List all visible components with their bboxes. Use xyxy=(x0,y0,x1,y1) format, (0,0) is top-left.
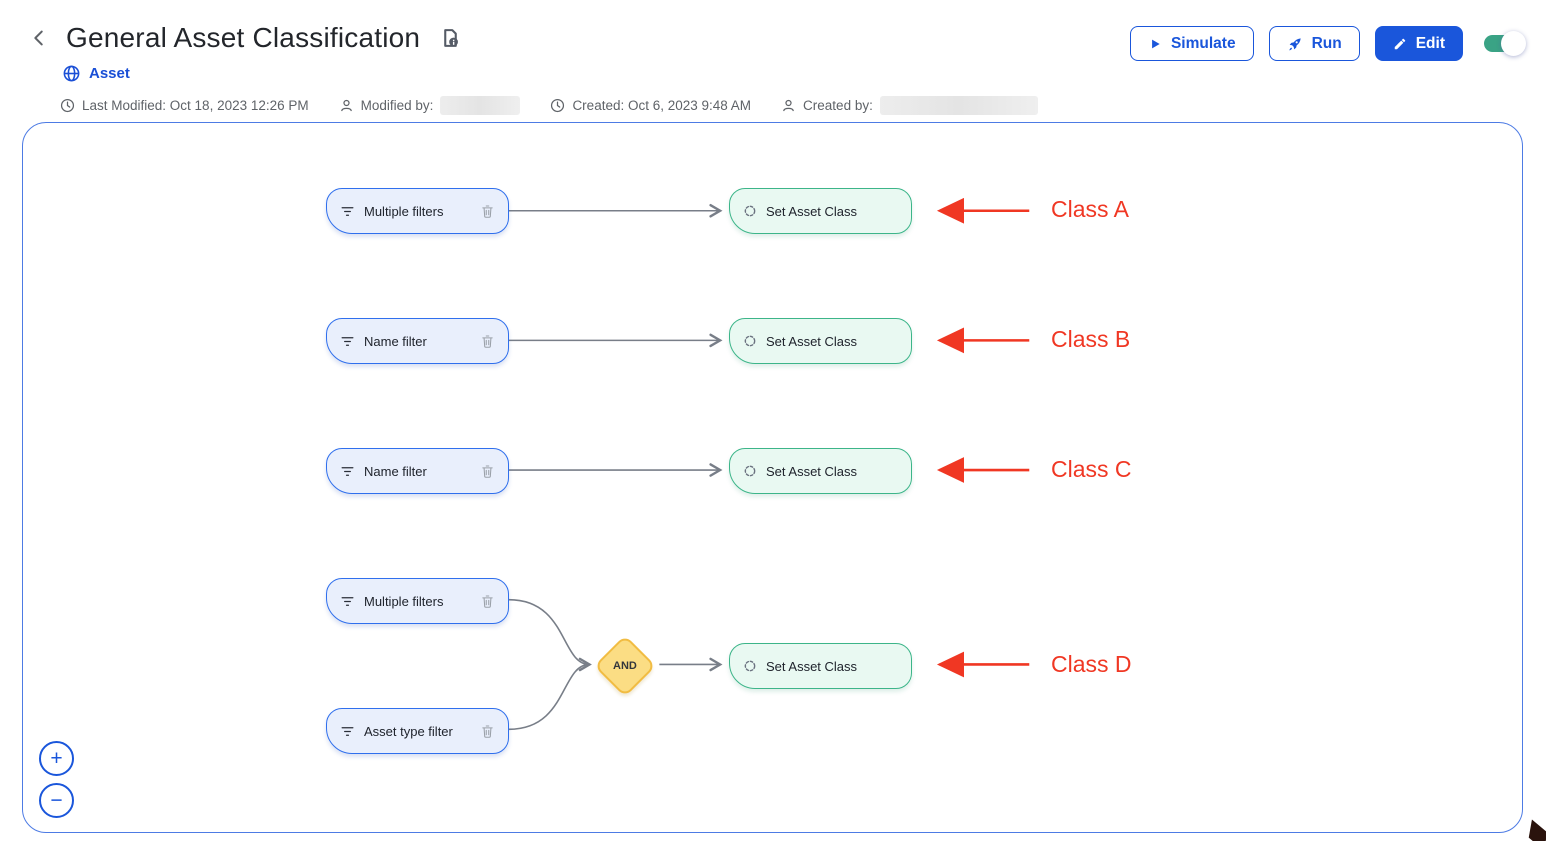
created: Created: Oct 6, 2023 9:48 AM xyxy=(550,98,751,113)
filter-node-label: Multiple filters xyxy=(364,204,443,219)
play-icon xyxy=(1148,37,1162,51)
delete-node-icon[interactable] xyxy=(480,723,495,739)
page-title: General Asset Classification xyxy=(66,22,420,54)
filter-node-label: Multiple filters xyxy=(364,594,443,609)
set-class-icon xyxy=(743,334,757,348)
back-button[interactable] xyxy=(26,25,52,51)
action-node-1[interactable]: Set Asset Class xyxy=(729,188,912,234)
header-actions: Simulate Run Edit xyxy=(1130,26,1522,61)
edit-label: Edit xyxy=(1416,35,1445,53)
simulate-label: Simulate xyxy=(1171,35,1236,53)
action-node-label: Set Asset Class xyxy=(766,334,857,349)
filter-node-3[interactable]: Name filter xyxy=(326,448,509,494)
filter-node-label: Asset type filter xyxy=(364,724,453,739)
modified-by-redacted-value xyxy=(440,96,520,115)
action-node-3[interactable]: Set Asset Class xyxy=(729,448,912,494)
run-button[interactable]: Run xyxy=(1269,26,1360,61)
set-class-icon xyxy=(743,464,757,478)
edit-button[interactable]: Edit xyxy=(1375,26,1463,61)
delete-node-icon[interactable] xyxy=(480,333,495,349)
filter-icon xyxy=(340,464,355,479)
toggle-knob xyxy=(1501,31,1526,56)
delete-node-icon[interactable] xyxy=(480,203,495,219)
person-icon xyxy=(781,98,796,113)
zoom-out-button[interactable]: − xyxy=(39,783,74,818)
created-by-redacted-value xyxy=(880,96,1038,115)
and-gate-label: AND xyxy=(613,660,637,672)
filter-icon xyxy=(340,594,355,609)
title-row: General Asset Classification xyxy=(26,22,461,54)
filter-icon xyxy=(340,334,355,349)
created-text: Created: Oct 6, 2023 9:48 AM xyxy=(572,98,751,113)
header: General Asset Classification Asset Last … xyxy=(0,0,1546,122)
filter-node-5[interactable]: Asset type filter xyxy=(326,708,509,754)
breadcrumb[interactable]: Asset xyxy=(62,64,130,83)
workflow-canvas[interactable]: Multiple filters Name filter Name filter… xyxy=(22,122,1523,833)
connector-filter4-to-gate xyxy=(509,600,590,665)
action-node-2[interactable]: Set Asset Class xyxy=(729,318,912,364)
simulate-button[interactable]: Simulate xyxy=(1130,26,1254,61)
created-by-label: Created by: xyxy=(803,98,873,113)
filter-icon xyxy=(340,204,355,219)
breadcrumb-label: Asset xyxy=(89,65,130,82)
last-modified: Last Modified: Oct 18, 2023 12:26 PM xyxy=(60,98,309,113)
created-by: Created by: xyxy=(781,96,1038,115)
delete-node-icon[interactable] xyxy=(480,593,495,609)
modified-by: Modified by: xyxy=(339,96,521,115)
annotation-label-b: Class B xyxy=(1051,326,1191,353)
run-label: Run xyxy=(1312,35,1342,53)
pencil-icon xyxy=(1393,37,1407,51)
clock-icon xyxy=(550,98,565,113)
metadata-row: Last Modified: Oct 18, 2023 12:26 PM Mod… xyxy=(60,96,1038,115)
filter-node-2[interactable]: Name filter xyxy=(326,318,509,364)
globe-icon xyxy=(62,64,81,83)
cursor-artifact xyxy=(1529,819,1546,841)
filter-icon xyxy=(340,724,355,739)
filter-node-1[interactable]: Multiple filters xyxy=(326,188,509,234)
action-node-label: Set Asset Class xyxy=(766,659,857,674)
delete-node-icon[interactable] xyxy=(480,463,495,479)
zoom-in-button[interactable]: + xyxy=(39,741,74,776)
set-class-icon xyxy=(743,659,757,673)
clock-icon xyxy=(60,98,75,113)
filter-node-4[interactable]: Multiple filters xyxy=(326,578,509,624)
action-node-label: Set Asset Class xyxy=(766,464,857,479)
annotation-label-d: Class D xyxy=(1051,651,1191,678)
annotation-arrows xyxy=(940,211,1030,665)
connector-filter5-to-gate xyxy=(509,664,590,729)
last-modified-text: Last Modified: Oct 18, 2023 12:26 PM xyxy=(82,98,309,113)
action-node-4[interactable]: Set Asset Class xyxy=(729,643,912,689)
annotation-label-c: Class C xyxy=(1051,456,1191,483)
filter-node-label: Name filter xyxy=(364,334,427,349)
action-node-label: Set Asset Class xyxy=(766,204,857,219)
set-class-icon xyxy=(743,204,757,218)
enabled-toggle[interactable] xyxy=(1484,35,1522,52)
person-icon xyxy=(339,98,354,113)
annotation-label-a: Class A xyxy=(1051,196,1191,223)
modified-by-label: Modified by: xyxy=(361,98,434,113)
rocket-icon xyxy=(1287,36,1303,52)
filter-node-label: Name filter xyxy=(364,464,427,479)
chevron-left-icon xyxy=(28,27,50,49)
file-info-icon[interactable] xyxy=(440,27,461,49)
